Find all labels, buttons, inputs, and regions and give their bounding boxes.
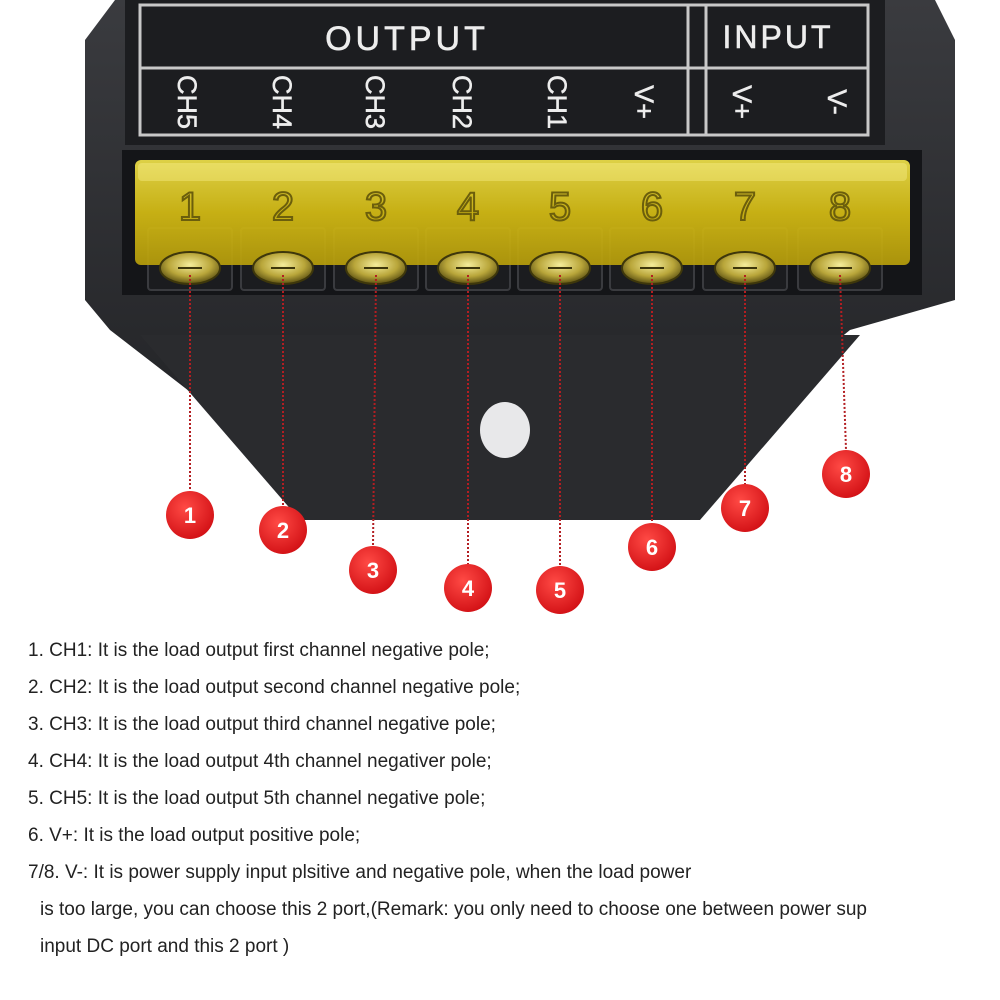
terminal-number-5: 5 bbox=[549, 185, 571, 229]
callout-number-2: 2 bbox=[277, 518, 289, 543]
terminal-cover bbox=[135, 160, 910, 265]
callout-badge-7 bbox=[721, 484, 769, 532]
callout-badge-3 bbox=[349, 546, 397, 594]
input-channel-label-7: V+ bbox=[727, 85, 757, 119]
output-channel-label-2: CH4 bbox=[267, 75, 297, 129]
input-label: INPUT bbox=[723, 19, 834, 55]
leader-line-8 bbox=[839, 274, 847, 451]
callout-number-6: 6 bbox=[646, 535, 658, 560]
output-channel-label-1: CH5 bbox=[172, 75, 202, 129]
mounting-hole bbox=[480, 402, 530, 458]
callout-badge-4 bbox=[444, 564, 492, 612]
callout-number-5: 5 bbox=[554, 578, 566, 603]
description-line-8: is too large, you can choose this 2 port… bbox=[40, 899, 867, 920]
callout-number-3: 3 bbox=[367, 558, 379, 583]
output-channel-label-5: CH1 bbox=[542, 75, 572, 129]
output-channel-label-6: V+ bbox=[629, 85, 659, 119]
description-line-6: 6. V+: It is the load output positive po… bbox=[28, 825, 361, 846]
callout-number-8: 8 bbox=[840, 462, 852, 487]
output-channel-label-3: CH3 bbox=[360, 75, 390, 129]
terminal-number-3: 3 bbox=[365, 185, 387, 229]
callout-number-1: 1 bbox=[184, 503, 196, 528]
callout-badge-5 bbox=[536, 566, 584, 614]
description-line-3: 3. CH3: It is the load output third chan… bbox=[28, 714, 496, 735]
callout-badge-6 bbox=[628, 523, 676, 571]
output-label: OUTPUT bbox=[325, 20, 489, 58]
terminal-number-2: 2 bbox=[272, 185, 294, 229]
description-line-4: 4. CH4: It is the load output 4th channe… bbox=[28, 751, 492, 772]
description-line-1: 1. CH1: It is the load output first chan… bbox=[28, 640, 490, 661]
cover-highlight bbox=[138, 163, 907, 181]
label-panel bbox=[125, 0, 885, 145]
terminal-number-4: 4 bbox=[457, 185, 479, 229]
callout-number-4: 4 bbox=[462, 576, 475, 601]
description-list: 1. CH1: It is the load output first chan… bbox=[0, 630, 1000, 1000]
description-line-9: input DC port and this 2 port ) bbox=[40, 936, 290, 957]
callout-badge-2 bbox=[259, 506, 307, 554]
callout-number-7: 7 bbox=[739, 496, 751, 521]
terminal-number-7: 7 bbox=[734, 185, 756, 229]
terminal-diagram: OUTPUT INPUT CH5 CH4 CH3 CH2 CH1 V+ V+ V- 1 2 3 4 5… bbox=[85, 0, 955, 614]
output-channel-label-4: CH2 bbox=[447, 75, 477, 129]
terminal-number-8: 8 bbox=[829, 185, 851, 229]
description-line-2: 2. CH2: It is the load output second cha… bbox=[28, 677, 521, 698]
description-line-5: 5. CH5: It is the load output 5th channe… bbox=[28, 788, 486, 809]
leader-line-3 bbox=[372, 274, 377, 547]
input-channel-label-8: V- bbox=[822, 89, 852, 115]
panel-grid bbox=[138, 3, 870, 137]
terminal-number-6: 6 bbox=[641, 185, 663, 229]
callout-badge-8 bbox=[822, 450, 870, 498]
terminal-number-1: 1 bbox=[179, 185, 201, 229]
callout-badge-1 bbox=[166, 491, 214, 539]
description-line-7: 7/8. V-: It is power supply input plsiti… bbox=[28, 862, 692, 883]
